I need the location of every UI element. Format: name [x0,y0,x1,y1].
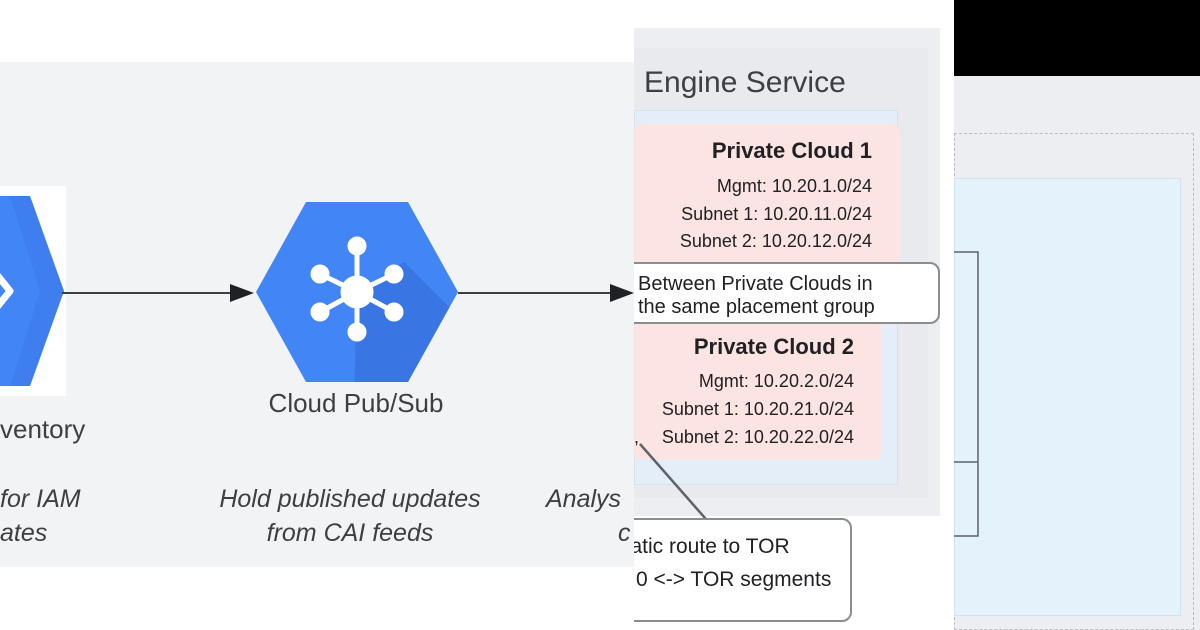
analysis-desc-line2: c [618,519,631,547]
vmware-engine-panel: Engine Service Private Cloud 1 Mgmt: 10.… [634,0,954,630]
tor-route-callout: catic route to TOR 0 <-> TOR segments [634,518,852,622]
cloud-pubsub-icon [256,202,458,382]
tor-callout-line1-wrap: catic route to TOR [634,530,850,563]
inventory-desc-line1: for IAM [0,485,81,513]
private-cloud-2-title: Private Cloud 2 [693,334,854,359]
pubsub-desc-line1: Hold published updates [219,485,481,513]
private-cloud-2-box [634,320,882,460]
pubsub-caption: Cloud Pub/Sub [268,388,444,418]
network-detail-panel [954,0,1200,630]
service-title: Engine Service [644,66,846,99]
private-cloud-1-mgmt: Mgmt: 10.20.1.0/24 [716,176,872,196]
cloud-asset-inventory-icon [0,196,64,386]
placement-group-callout: Between Private Clouds in the same place… [634,262,940,324]
private-cloud-2-subnet2-prefix: , [634,427,640,447]
tor-callout-line2: 0 <-> TOR segments [636,568,832,591]
placement-callout-line1: Between Private Clouds in [638,273,873,295]
pubsub-desc-line2: from CAI feeds [266,519,434,547]
arrow-inventory-to-pubsub [62,284,254,302]
placement-callout-line2: the same placement group [638,296,875,318]
tor-callout-connector [639,443,713,527]
inventory-caption: ventory [0,414,86,444]
private-cloud-1-box [634,124,900,276]
light-blue-region [954,178,1181,616]
cai-pipeline-panel: ventory Cloud Pub/Sub for IAM ates Hold … [0,62,634,567]
bracket-lines [954,251,979,537]
analysis-desc-line1: Analys [546,485,622,513]
private-cloud-1-subnet2: Subnet 2: 10.20.12.0/24 [679,231,872,251]
private-cloud-1-subnet1: Subnet 1: 10.20.11.0/24 [681,204,872,224]
arrow-pubsub-to-analysis [458,284,634,302]
private-cloud-1-title: Private Cloud 1 [711,138,872,163]
top-black-bar [954,0,1200,76]
private-cloud-2-subnet2: Subnet 2: 10.20.22.0/24 [661,427,854,447]
private-cloud-2-mgmt: Mgmt: 10.20.2.0/24 [698,371,854,391]
tor-callout-line1: atic route to TOR [634,535,790,558]
private-cloud-2-subnet1: Subnet 1: 10.20.21.0/24 [661,399,854,419]
inventory-desc-line2: ates [0,519,48,547]
